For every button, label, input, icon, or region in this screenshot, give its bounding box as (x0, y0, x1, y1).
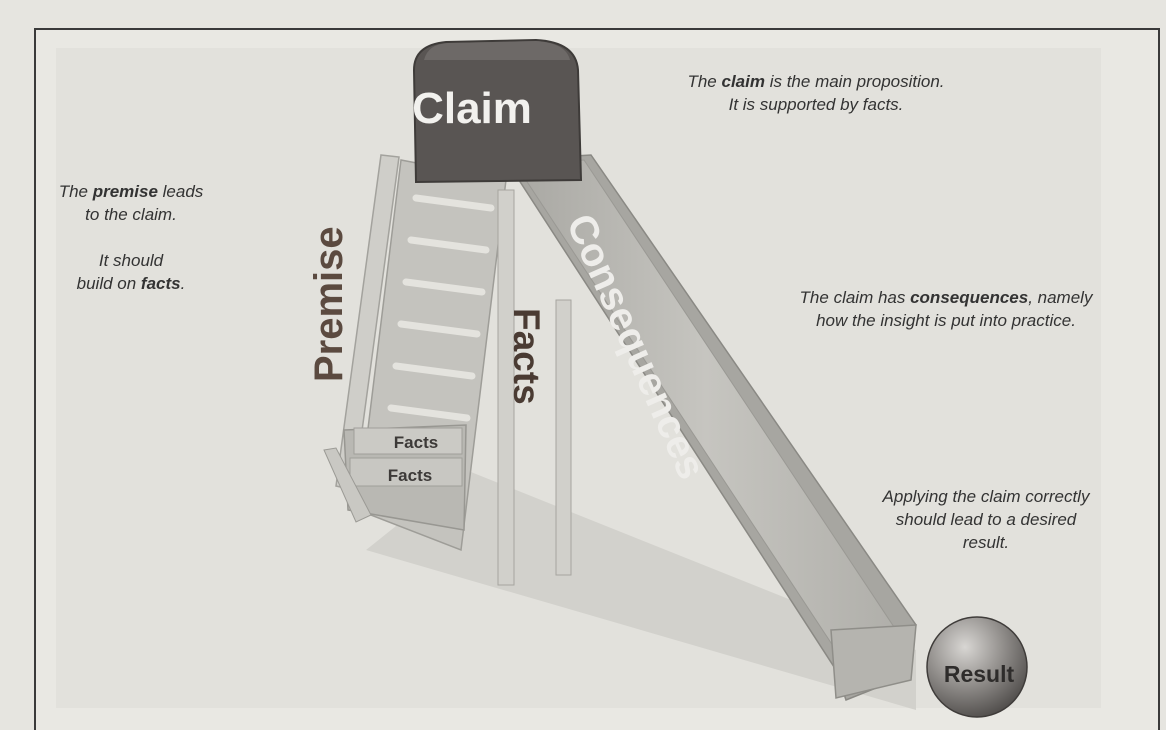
claim-annotation: The claim is the main proposition. It is… (687, 72, 945, 114)
ladder-foot (323, 447, 372, 523)
ladder-step-lower (349, 457, 463, 487)
ladder-rungs (387, 194, 495, 422)
slide-exit (830, 624, 917, 699)
support-post-right (555, 299, 572, 576)
premise-label: Premise (307, 226, 351, 382)
diagram-frame: Claim Premise Facts Consequences Facts F… (34, 28, 1160, 730)
support-post-left (497, 189, 515, 586)
step-facts-lower-label: Facts (388, 466, 432, 485)
step-facts-upper-label: Facts (394, 433, 438, 452)
result-label: Result (944, 661, 1015, 687)
ladder-step-upper (353, 427, 463, 455)
consequences-annotation: The claim has consequences, namely how t… (799, 288, 1093, 330)
slide-diagram: Claim Premise Facts Consequences Facts F… (56, 38, 1101, 718)
result-annotation: Applying the claim correctly should lead… (882, 487, 1090, 552)
claim-label: Claim (412, 84, 532, 133)
claim-block-top (424, 41, 570, 60)
claim-block (412, 38, 583, 184)
premise-annotation: The premise leads to the claim. It shoul… (58, 182, 204, 293)
facts-label: Facts (506, 308, 547, 405)
